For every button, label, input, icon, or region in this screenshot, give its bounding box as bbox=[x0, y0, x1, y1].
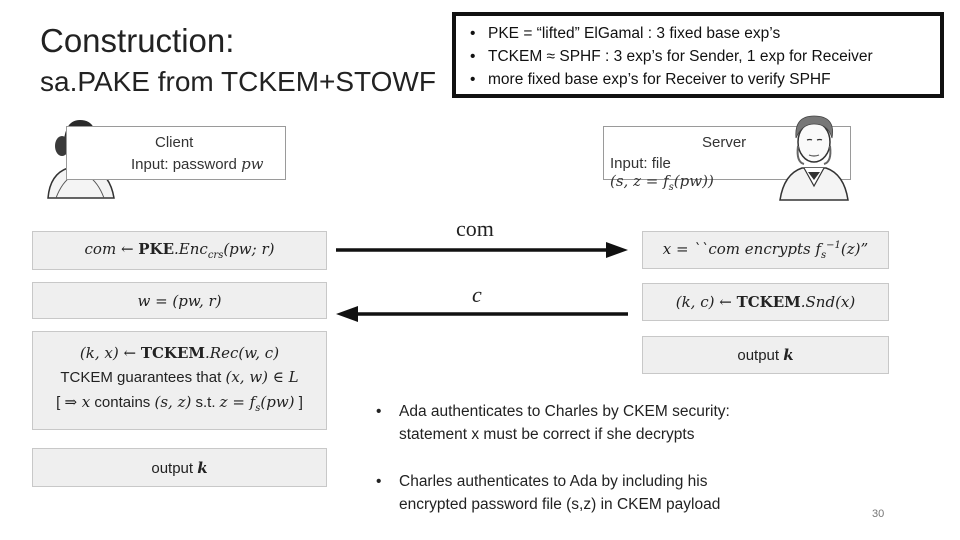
server-input: Input: file (s, z = fs(pw)) bbox=[610, 155, 714, 193]
client-step-output: output k bbox=[32, 448, 327, 487]
client-step-receive: (k, x) ← TCKEM.Rec(w, c) TCKEM guarantee… bbox=[32, 331, 327, 430]
explanation-text: statement x must be correct if she decry… bbox=[399, 426, 695, 443]
cost-note-list: PKE = “lifted” ElGamal : 3 fixed base ex… bbox=[470, 22, 930, 91]
explanation-text: Charles authenticates to Ada by includin… bbox=[399, 473, 708, 490]
client-input: Input: password pw bbox=[131, 155, 264, 173]
cost-note-box: PKE = “lifted” ElGamal : 3 fixed base ex… bbox=[452, 12, 944, 98]
message-label-c: c bbox=[472, 282, 482, 307]
server-step-send: (k, c) ← TCKEM.Snd(x) bbox=[642, 283, 889, 321]
cost-note-item: PKE = “lifted” ElGamal : 3 fixed base ex… bbox=[470, 22, 930, 45]
man-portrait-icon bbox=[779, 115, 849, 201]
client-role-box: Client Input: password pw bbox=[66, 126, 286, 180]
explanation-item: Charles authenticates to Ada by includin… bbox=[376, 470, 846, 516]
message-label-com: com bbox=[456, 216, 494, 241]
explanation-list: Ada authenticates to Charles by CKEM sec… bbox=[376, 400, 846, 516]
arrow-right-icon bbox=[336, 242, 628, 258]
server-step-output: output k bbox=[642, 336, 889, 374]
arrow-left-icon bbox=[336, 306, 628, 322]
slide-subtitle: sa.PAKE from TCKEM+STOWF bbox=[40, 66, 436, 97]
server-step-statement: x = ``com encrypts fs−1(z)” bbox=[642, 231, 889, 269]
explanation-text: encrypted password file (s,z) in CKEM pa… bbox=[399, 496, 721, 513]
explanation-item: Ada authenticates to Charles by CKEM sec… bbox=[376, 400, 846, 446]
client-name: Client bbox=[155, 134, 194, 151]
page-number: 30 bbox=[872, 508, 885, 520]
client-step-encrypt: com ← PKE.Enccrs(pw; r) bbox=[32, 231, 327, 270]
slide-title: Construction: bbox=[40, 22, 235, 59]
cost-note-item: TCKEM ≈ SPHF : 3 exp’s for Sender, 1 exp… bbox=[470, 45, 930, 68]
server-name: Server bbox=[702, 134, 747, 151]
explanation-text: Ada authenticates to Charles by CKEM sec… bbox=[399, 403, 730, 420]
cost-note-item: more fixed base exp’s for Receiver to ve… bbox=[470, 68, 930, 91]
client-step-witness: w = (pw, r) bbox=[32, 282, 327, 319]
